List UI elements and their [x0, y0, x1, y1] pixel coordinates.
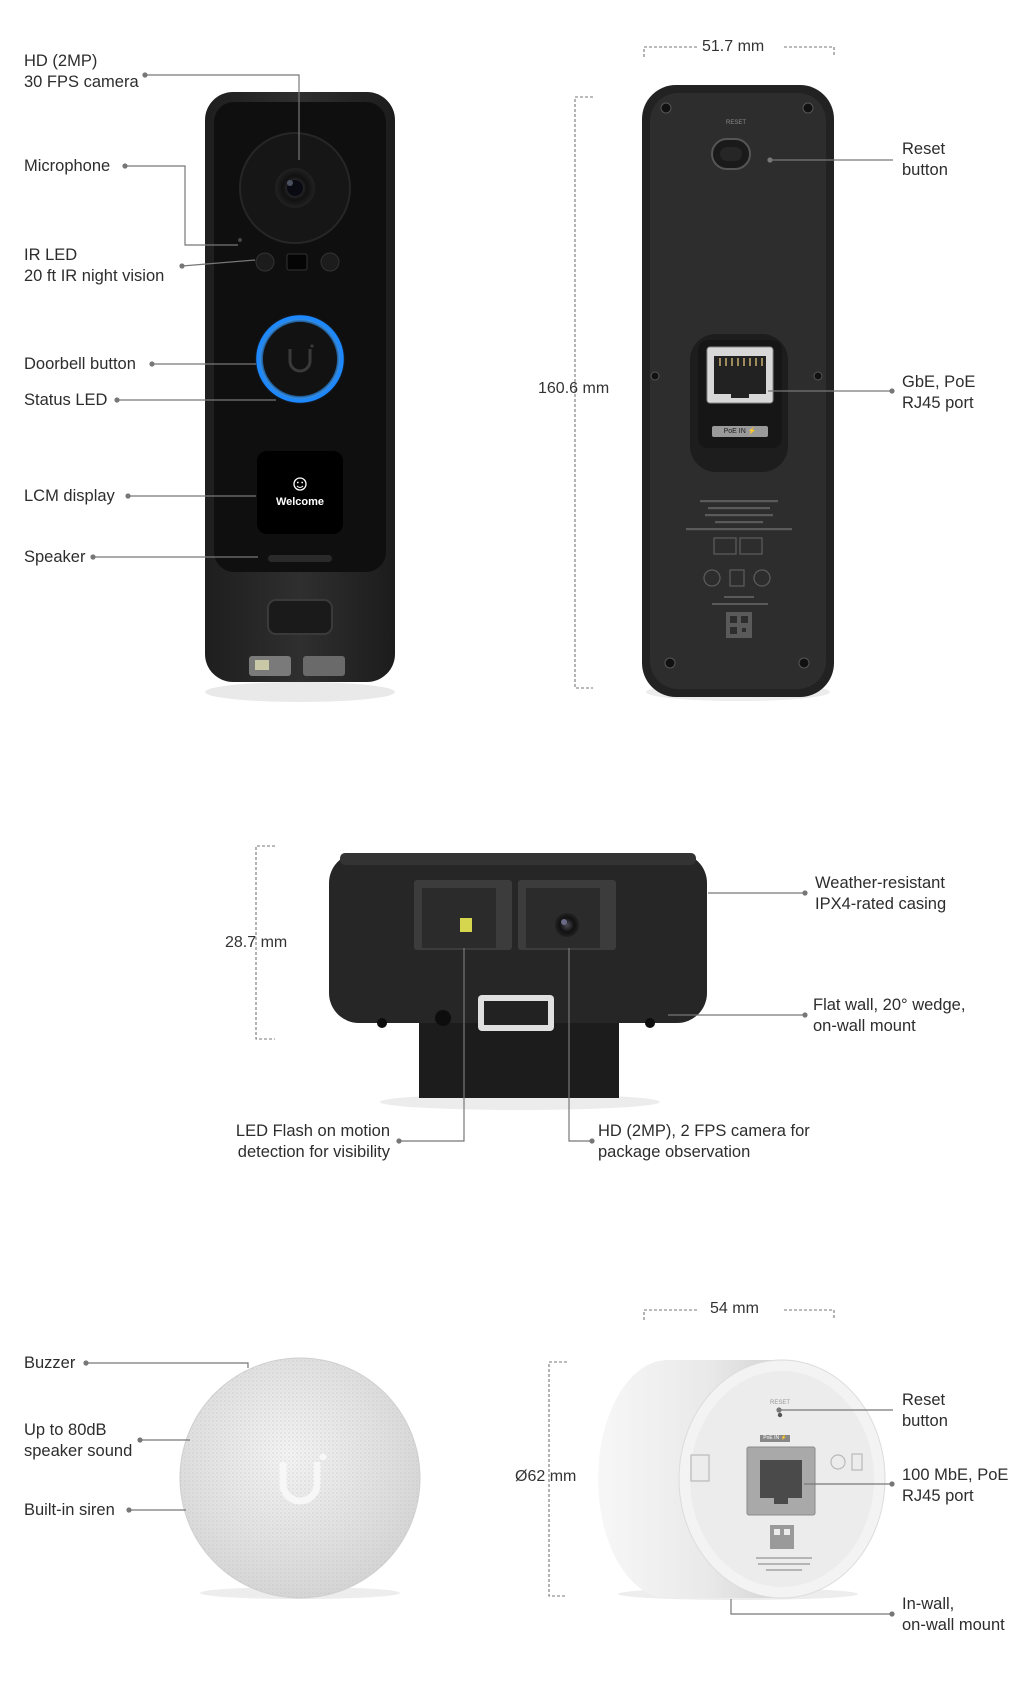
speaker-slot	[268, 555, 332, 562]
dim-bottom-height: 28.7 mm	[225, 934, 288, 951]
u-logo-front	[288, 349, 312, 373]
certification-marks	[703, 537, 771, 587]
callout-lcm-display: LCM display	[24, 487, 115, 505]
u-logo-chime	[279, 1462, 321, 1505]
callout-doorbell-button: Doorbell button	[24, 355, 136, 373]
back-dimension-lines	[574, 46, 835, 689]
callout-reset-button-back: Reset button	[902, 140, 948, 179]
reset-silkscreen-chime: RESET	[769, 1400, 790, 1406]
callout-speaker-sound: Up to 80dB speaker sound	[24, 1421, 133, 1460]
callout-port-chime: 100 MbE, PoE RJ45 port	[902, 1466, 1009, 1505]
ir-sensor	[286, 253, 308, 271]
chime-back-device	[598, 1359, 886, 1600]
poe-badge-chime: PoE IN ⚡	[763, 1435, 787, 1441]
reset-hole-chime	[777, 1412, 783, 1418]
ir-led-right	[320, 252, 340, 272]
callout-siren: Built-in siren	[24, 1501, 115, 1519]
dim-chime-width: 54 mm	[710, 1300, 759, 1317]
lower-button	[267, 599, 333, 635]
chime-back-leader-lines	[730, 1407, 895, 1617]
callout-ir-led: IR LED 20 ft IR night vision	[24, 246, 165, 285]
chime-front-leader-lines	[83, 1360, 249, 1513]
bottom-dimension-lines	[255, 845, 275, 1040]
qr-code-back	[726, 612, 752, 638]
bottom-leader-lines	[396, 890, 808, 1144]
front-leader-lines	[90, 72, 300, 560]
lcm-display-panel	[257, 451, 343, 534]
callout-mount-chime: In-wall, on-wall mount	[902, 1595, 1005, 1634]
callout-buzzer: Buzzer	[24, 1354, 76, 1372]
callout-casing: Weather-resistant IPX4-rated casing	[815, 874, 947, 913]
callout-package-camera: HD (2MP), 2 FPS camera for package obser…	[598, 1122, 810, 1161]
chime-back-dimension-lines	[548, 1309, 835, 1597]
poe-badge-back: PoE IN ⚡	[712, 426, 768, 437]
callout-mount-bottom: Flat wall, 20° wedge, on-wall mount	[813, 996, 966, 1035]
callout-camera: HD (2MP) 30 FPS camera	[24, 52, 139, 91]
front-doorbell-device	[205, 92, 395, 702]
callout-microphone: Microphone	[24, 157, 111, 175]
reset-silkscreen-back: RESET	[725, 120, 746, 126]
microphone-hole	[238, 238, 242, 242]
back-leader-lines	[767, 157, 895, 394]
chime-front-device	[179, 1357, 421, 1599]
package-camera-lens	[555, 913, 579, 937]
callout-led-flash: LED Flash on motion detection for visibi…	[235, 1122, 390, 1161]
ir-led-left	[255, 252, 275, 272]
dim-back-width: 51.7 mm	[702, 38, 765, 55]
callout-speaker: Speaker	[24, 548, 86, 566]
callout-status-led: Status LED	[24, 391, 108, 409]
callout-port-back: GbE, PoE RJ45 port	[902, 373, 976, 412]
dim-chime-diameter: Ø62 mm	[515, 1468, 577, 1485]
lcm-welcome-text: Welcome	[275, 496, 325, 508]
dim-back-height: 160.6 mm	[538, 380, 610, 397]
back-doorbell-device	[642, 85, 834, 701]
regulatory-text	[686, 500, 792, 531]
callout-reset-button-chime: Reset button	[902, 1391, 948, 1430]
bottom-view-device	[329, 853, 707, 1110]
led-flash-emitter	[460, 918, 472, 932]
